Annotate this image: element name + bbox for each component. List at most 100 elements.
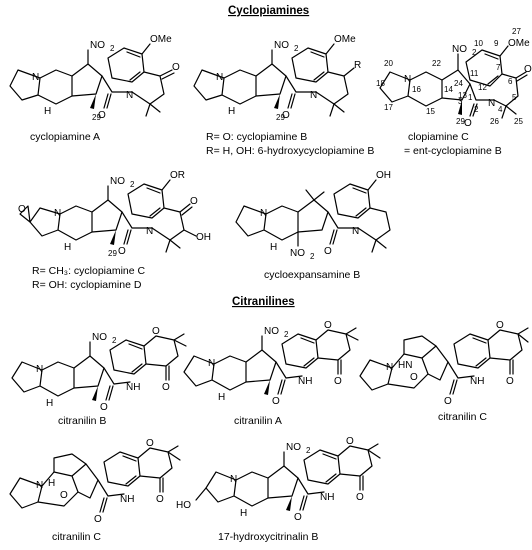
label-17: 17 (384, 103, 393, 112)
caption-citranilin-a: citranilin A (234, 415, 282, 427)
structure-cycloexpansamine-b: N NO 2 OH N O H (235, 170, 391, 261)
label-1: 1 (468, 93, 473, 102)
atom-n-lactam: N (352, 226, 359, 237)
atom-n: N (32, 72, 39, 83)
atom-r: R (354, 60, 361, 71)
atom-n: N (54, 208, 61, 219)
atom-o-pyran: O (152, 326, 160, 337)
atom-n: N (386, 362, 393, 373)
label-29: 29 (276, 113, 285, 122)
atom-ome: OMe (334, 34, 356, 45)
atom-no2: NO (290, 248, 305, 259)
structure-citranilin-c-2: N H O O NH O O (9, 438, 181, 525)
label-24: 24 (454, 79, 463, 88)
caption-citranilin-c-1: citranilin C (438, 411, 487, 423)
label-6: 6 (508, 77, 513, 86)
caption-cycloexpansamine-b: cycloexpansamine B (264, 269, 360, 281)
label-14: 14 (444, 85, 453, 94)
atom-n-lactam: N (310, 90, 317, 101)
atom-o-ketone: O (524, 64, 532, 75)
atom-h: H (46, 398, 53, 409)
atom-no2-subscript: 2 (310, 252, 315, 261)
label-18: 18 (376, 79, 385, 88)
caption-cyclopiamine-c: R= CH₃: cyclopiamine C (32, 265, 146, 277)
atom-no2: NO (110, 176, 125, 187)
caption-cyclopiamine-d: R= OH: cyclopiamine D (32, 279, 142, 291)
structure-cyclopiamine-c-d: O N NO 2 OR N O O OH H 29 (18, 170, 211, 258)
atom-no2-subscript: 2 (472, 48, 477, 57)
atom-o-carbonyl: O (94, 514, 102, 525)
atom-n-lactam: N (146, 226, 153, 237)
atom-oh: OH (196, 232, 211, 243)
atom-n: N (208, 358, 215, 369)
atom-o-ketone: O (172, 62, 180, 73)
atom-n: N (404, 74, 411, 85)
label-16: 16 (412, 85, 421, 94)
label-27: 27 (512, 27, 521, 36)
atom-o-carbonyl: O (118, 246, 126, 257)
atom-n-lactam: N (126, 90, 133, 101)
label-25: 25 (514, 117, 523, 126)
atom-no2-subscript: 2 (110, 44, 115, 53)
atom-n: N (36, 480, 43, 491)
label-10: 10 (474, 39, 483, 48)
label-3: 3 (458, 97, 463, 106)
atom-or: OR (170, 170, 185, 181)
atom-nh: NH (470, 376, 484, 387)
section-title-cyclopiamines: Cyclopiamines (228, 5, 309, 17)
atom-o-carbonyl: O (282, 110, 290, 121)
atom-n: N (260, 208, 267, 219)
atom-h: H (240, 508, 247, 519)
atom-h: H (48, 478, 55, 489)
structure-citranilin-b: N NO 2 O NH O O H (11, 326, 187, 413)
atom-o-carbonyl: O (272, 396, 280, 407)
structure-citranilin-a: N NO 2 O NH O O H (183, 320, 359, 407)
atom-nh: NH (120, 494, 134, 505)
atom-o-carbonyl: O (444, 396, 452, 407)
atom-no2: NO (264, 326, 279, 337)
caption-citranilin-b: citranilin B (58, 415, 106, 427)
atom-o-ketone: O (506, 376, 514, 387)
atom-h: H (218, 392, 225, 403)
caption-citranilin-c-2: citranilin C (52, 531, 101, 543)
atom-o-carbonyl: O (464, 118, 472, 129)
caption-6-hydroxycyclopiamine-b: R= H, OH: 6-hydroxycyclopiamine B (206, 145, 374, 157)
label-9: 9 (494, 39, 499, 48)
atom-o-carbonyl: O (324, 246, 332, 257)
label-12: 12 (478, 83, 487, 92)
atom-o-pyran: O (346, 436, 354, 447)
label-15: 15 (426, 107, 435, 116)
atom-no2: NO (92, 332, 107, 343)
label-4: 4 (498, 105, 503, 114)
atom-n: N (230, 474, 237, 485)
caption-cyclopiamine-a: cyclopiamine A (30, 131, 100, 143)
atom-n: N (216, 72, 223, 83)
label-2: 2 (474, 105, 479, 114)
label-29: 29 (456, 117, 465, 126)
caption-cyclopiamine-b: R= O: cyclopiamine B (206, 131, 307, 143)
label-13: 13 (458, 91, 467, 100)
atom-o-pyran: O (496, 320, 504, 331)
atom-o-pyran: O (146, 438, 154, 449)
atom-no2: NO (452, 44, 467, 55)
label-7: 7 (496, 63, 501, 72)
atom-o-ketone: O (334, 376, 342, 387)
atom-o-pyran: O (324, 320, 332, 331)
structure-cyclopiamine-a: N NO 2 OMe N O O H 29 (9, 34, 180, 122)
atom-hn: HN (398, 360, 412, 371)
atom-o-ketone: O (190, 196, 198, 207)
label-29: 29 (92, 113, 101, 122)
structure-clopiamine-c: N NO 2 OMe N O O 27 10 9 7 6 5 4 25 26 2… (376, 27, 532, 129)
atom-h: H (270, 242, 277, 253)
atom-h: H (64, 242, 71, 253)
section-title-citranilines: Citranilines (232, 296, 295, 308)
atom-oh: OH (376, 170, 391, 181)
atom-no2-subscript: 2 (130, 180, 135, 189)
label-5: 5 (512, 93, 517, 102)
atom-no2-subscript: 2 (294, 44, 299, 53)
structure-cyclopiamine-b: N NO 2 OMe R N O H 29 (193, 34, 361, 122)
atom-n-lactam: N (488, 98, 495, 109)
atom-o-ketone: O (156, 494, 164, 505)
atom-n: N (36, 364, 43, 375)
